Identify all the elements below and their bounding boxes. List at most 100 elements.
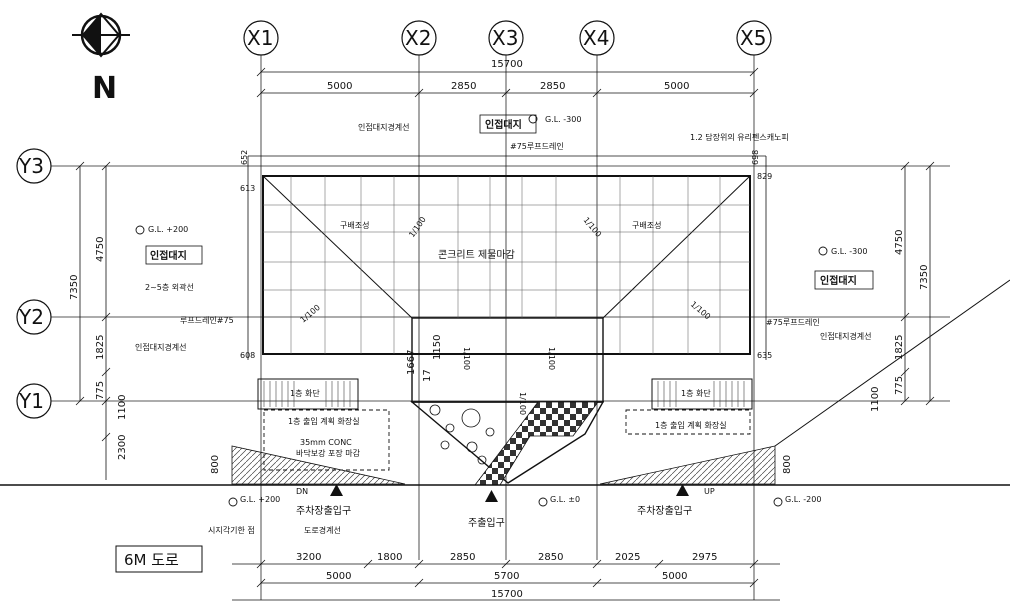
dim-bottom-mid-1: 5000	[326, 571, 351, 582]
planter-right-label: 1층 화단	[681, 388, 711, 398]
parapet-right: 구배조성	[632, 221, 661, 230]
dim-top-total: 15700	[491, 59, 523, 70]
adjacent-land-top: 인접대지	[485, 118, 522, 131]
roof-drain-top: #75루프드레인	[510, 141, 564, 151]
planter-right	[651, 378, 753, 410]
slope-left: 1/100	[299, 303, 322, 325]
parking-hatch-right	[599, 445, 776, 485]
dim-left-1825: 1825	[95, 335, 106, 360]
parking-left-note: 1층 출입 계획 화장실	[288, 416, 360, 426]
gl-right: G.L. -300	[831, 247, 867, 256]
roof-center-finish: 콘크리트 제물마감	[438, 249, 515, 261]
grid-label-y1: Y1	[18, 389, 44, 413]
dim-829: 829	[757, 172, 772, 181]
north-arrow-icon: N	[72, 12, 130, 106]
dim-top-seg-4: 5000	[664, 81, 689, 92]
view-point-label: 시지각기한 점	[208, 525, 255, 535]
dim-bottom-total: 15700	[491, 589, 523, 600]
dim-bottom-mid-2: 5700	[494, 571, 519, 582]
dim-bottom-mid-3: 5000	[662, 571, 687, 582]
grid-label-y2: Y2	[18, 305, 44, 329]
dim-right-775: 775	[894, 376, 905, 395]
dim-right-1825: 1825	[894, 335, 905, 360]
grid-label-x3: X3	[492, 26, 518, 50]
boundary-right: 인접대지경계선	[820, 331, 872, 341]
boundary-top: 인접대지경계선	[358, 122, 410, 132]
roof-drain-left: 루프드레인#75	[180, 315, 234, 325]
dim-698: 698	[751, 150, 760, 165]
parking-left-conc: 35mm CONC	[300, 438, 352, 447]
adjacent-land-right: 인접대지	[820, 274, 857, 287]
dim-right-800: 800	[782, 455, 793, 474]
slope-mid3: 1/100	[518, 392, 527, 415]
dim-right-outer: 7350	[919, 265, 930, 290]
parking-entry-left-arrow-icon	[330, 484, 343, 496]
dim-right-1100: 1100	[870, 387, 881, 412]
slope-right2: 1/100	[581, 216, 603, 239]
dim-right-4750: 4750	[894, 230, 905, 255]
dim-17: 17	[422, 369, 433, 382]
roof-drain-right: #75루프드레인	[766, 317, 820, 327]
slope-left2: 1/100	[407, 215, 428, 239]
adjacent-land-left: 인접대지	[150, 249, 187, 262]
planter-left-label: 1층 화단	[290, 388, 320, 398]
grid-label-x2: X2	[405, 26, 431, 50]
dim-bottom-sub-6: 2975	[692, 552, 717, 563]
gl-bottom-mid: G.L. ±0	[550, 495, 580, 504]
dim-1150: 1150	[432, 335, 443, 360]
roof-outline	[247, 155, 767, 403]
dim-608: 608	[240, 351, 255, 360]
slope-mid2: 1/100	[547, 347, 556, 370]
outline-left: 2~5층 외곽선	[145, 282, 194, 292]
main-entry-arrow-icon	[485, 490, 498, 502]
grid-label-x1: X1	[247, 26, 273, 50]
dim-bottom-sub-3: 2850	[450, 552, 475, 563]
grid-label-x4: X4	[583, 26, 609, 50]
north-label: N	[92, 71, 117, 106]
parking-hatch-left	[231, 445, 406, 485]
gl-top: G.L. -300	[545, 115, 581, 124]
dim-635: 635	[757, 351, 772, 360]
boundary-left: 인접대지경계선	[135, 342, 187, 352]
up-label: UP	[704, 487, 715, 496]
grid-label-y3: Y3	[18, 154, 44, 178]
dn-label: DN	[296, 487, 308, 496]
top-right-note: 1.2 담장위의 유리펜스캐노피	[690, 132, 789, 142]
planting-circles	[429, 404, 495, 465]
dim-left-800: 800	[210, 455, 221, 474]
slope-mid1: 1/100	[462, 347, 471, 370]
dim-bottom-sub-5: 2025	[615, 552, 640, 563]
gl-left: G.L. +200	[148, 225, 188, 234]
road-label: 6M 도로	[124, 551, 179, 569]
dim-1667: 1667	[406, 350, 417, 375]
dim-left-4750: 4750	[95, 237, 106, 262]
gl-bottom-right: G.L. -200	[785, 495, 821, 504]
checkered-walkway	[474, 401, 599, 486]
site-diagonal-right	[774, 279, 1010, 447]
road-boundary-label: 도로경계선	[304, 525, 341, 535]
grid-label-x5: X5	[740, 26, 766, 50]
dim-top-seg-2: 2850	[451, 81, 476, 92]
entrance-main: 주출입구	[468, 516, 505, 529]
gl-bottom-left: G.L. +200	[240, 495, 280, 504]
dim-left-1100: 1100	[117, 395, 128, 420]
dim-bottom-sub-1: 3200	[296, 552, 321, 563]
parking-entry-right-arrow-icon	[676, 484, 689, 496]
slope-right: 1/100	[689, 300, 712, 322]
dim-top-seg-3: 2850	[540, 81, 565, 92]
planter-left	[257, 378, 359, 410]
dim-left-775: 775	[95, 381, 106, 400]
entrance-right: 주차장출입구	[637, 504, 692, 517]
dim-top-seg-1: 5000	[327, 81, 352, 92]
dim-bottom-sub-4: 2850	[538, 552, 563, 563]
dim-bottom-sub-2: 1800	[377, 552, 402, 563]
parking-left-conc2: 바닥보강 포장 마감	[296, 448, 361, 458]
parapet-left: 구배조성	[340, 221, 369, 230]
dim-652: 652	[240, 150, 249, 165]
entrance-left: 주차장출입구	[296, 504, 351, 517]
dim-left-outer: 7350	[69, 275, 80, 300]
dim-613: 613	[240, 184, 255, 193]
parking-right-note: 1층 출입 계획 화장실	[655, 420, 727, 430]
dim-left-2300: 2300	[117, 435, 128, 460]
